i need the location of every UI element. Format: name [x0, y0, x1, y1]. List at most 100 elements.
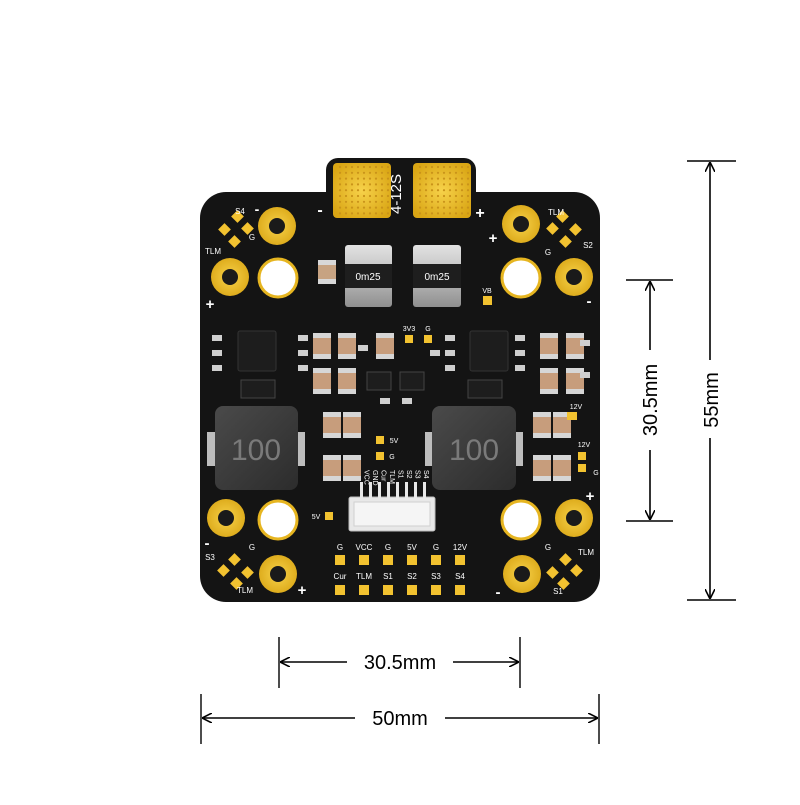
pad-dot [380, 206, 384, 209]
pad-dot [362, 212, 366, 215]
capacitor-cap-end [540, 354, 558, 359]
capacitor-cap-end [313, 389, 331, 394]
capacitor-cap-end [323, 433, 341, 438]
smd-resistor [445, 335, 455, 341]
pad-dot [448, 189, 452, 192]
mount-hole-top-left [257, 257, 299, 299]
capacitor-cap-end [553, 433, 571, 438]
shunt-left: 0m25 [345, 245, 392, 307]
pad-dot [436, 194, 440, 198]
pad-dot [448, 194, 452, 198]
mount-hole-top-right [500, 257, 542, 299]
capacitor-cap-end [323, 476, 341, 481]
dim-width-full-label: 50mm [372, 708, 428, 730]
capacitor-cap-end [323, 412, 341, 417]
capacitor-cap-end [338, 354, 356, 359]
smd-resistor [402, 398, 412, 404]
capacitor-cap-end [343, 412, 361, 417]
smd-resistor [445, 350, 455, 356]
pad-dot [344, 177, 348, 180]
pad-dot [386, 194, 390, 198]
pad-dot [454, 206, 458, 209]
smd-resistor [445, 365, 455, 371]
pad-dot [374, 212, 378, 215]
motor-pad-top-left-2 [211, 258, 249, 296]
connector-pin [378, 482, 381, 498]
pad-dot [418, 189, 422, 192]
label-s3: S3 [205, 553, 215, 562]
smd-resistor [515, 350, 525, 356]
pad-dots-neg [338, 165, 390, 215]
capacitor [540, 368, 558, 394]
smd-resistor [580, 372, 590, 378]
pad-dot [338, 200, 342, 203]
pad-dot [454, 171, 458, 174]
pad-dot [356, 189, 360, 192]
label-12v-right2: 12V [578, 442, 591, 449]
pad-dot [436, 206, 440, 209]
pad-dot [374, 165, 378, 169]
pad-dot [460, 189, 464, 192]
pad-dot [356, 171, 360, 174]
pad-dot [356, 194, 360, 198]
pad-dot [344, 183, 348, 186]
capacitor-cap-end [533, 433, 551, 438]
capacitor [376, 333, 394, 359]
pad-dot [418, 171, 422, 174]
shunt-right-label: 0m25 [424, 272, 449, 283]
pad-dot [448, 171, 452, 174]
pad-dot [350, 189, 354, 192]
pcb-body [200, 192, 600, 602]
pad-dot [368, 194, 372, 198]
pad-dot [344, 212, 348, 215]
solder-pad [455, 555, 465, 565]
pad-dot [374, 171, 378, 174]
capacitor [553, 455, 571, 481]
inductor-right-label: 100 [449, 434, 499, 467]
solder-pad [359, 585, 369, 595]
pad-dot [454, 183, 458, 186]
pad-dot [380, 171, 384, 174]
pad-dot [466, 183, 470, 186]
pad-top-label: VCC [356, 543, 373, 552]
label-plus-right: + [586, 488, 595, 505]
pad-dot [380, 183, 384, 186]
small-test-pads: VB 3V3 G 12V 12V G 5V G 5V [312, 288, 599, 521]
pad-dot [424, 171, 428, 174]
pad-dot [350, 212, 354, 215]
capacitor-cap-end [313, 333, 331, 338]
capacitor-cap-end [566, 333, 584, 338]
pad-dot [374, 183, 378, 186]
capacitor-near-shunt [318, 260, 336, 284]
pad-dot [380, 165, 384, 169]
label-3v3: 3V3 [403, 326, 416, 333]
connector-pin [396, 482, 399, 498]
pad-dot [350, 200, 354, 203]
pad-dot [424, 212, 428, 215]
pad-dot [338, 183, 342, 186]
pad-dot [448, 206, 452, 209]
motor-pad-bottom-right-2 [555, 499, 593, 537]
shunt-left-label: 0m25 [355, 272, 380, 283]
capacitor-cap-end [540, 333, 558, 338]
label-g-right: G [593, 470, 598, 477]
pad-dot [344, 171, 348, 174]
pad-dot [418, 183, 422, 186]
connector-pin [405, 482, 408, 498]
pad-dot [338, 189, 342, 192]
capacitor-cap-end [376, 354, 394, 359]
capacitor-cap-end [323, 455, 341, 460]
pad-dot [436, 165, 440, 169]
smd-resistor [515, 365, 525, 371]
pad-dot [430, 171, 434, 174]
capacitor-cap-end [338, 333, 356, 338]
pad-dot [350, 194, 354, 198]
capacitor-cap-end [376, 333, 394, 338]
label-g-bottom-left: G [249, 543, 255, 552]
capacitor-cap-end [553, 455, 571, 460]
label-s1: S1 [553, 587, 563, 596]
pad-dot [368, 183, 372, 186]
pad-dot [356, 200, 360, 203]
pad-dot [374, 194, 378, 198]
